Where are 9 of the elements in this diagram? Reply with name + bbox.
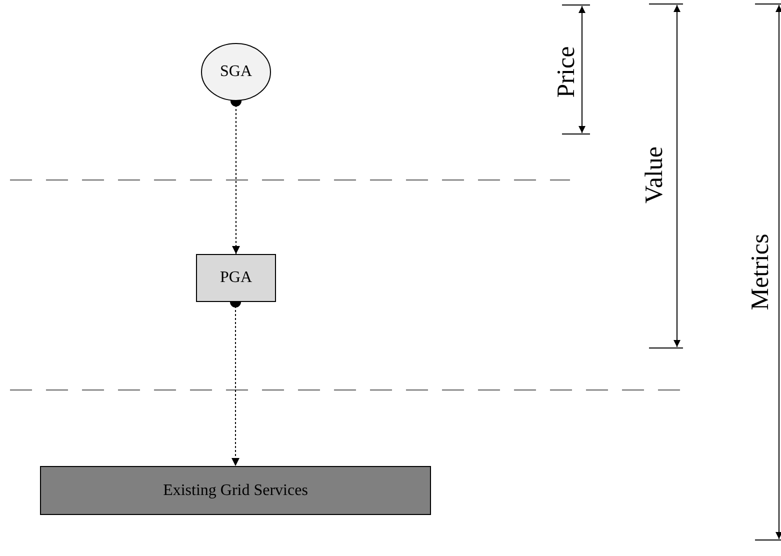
node-label: SGA	[220, 63, 252, 81]
dimension-label: Value	[641, 146, 669, 204]
node-label: Existing Grid Services	[163, 482, 308, 500]
process-box	[40, 466, 431, 515]
dimension-label: Metrics	[747, 234, 775, 310]
dimension-label: Price	[553, 46, 581, 98]
ellipse-node	[201, 43, 271, 101]
node-label: PGA	[220, 269, 252, 287]
process-box	[196, 254, 276, 302]
